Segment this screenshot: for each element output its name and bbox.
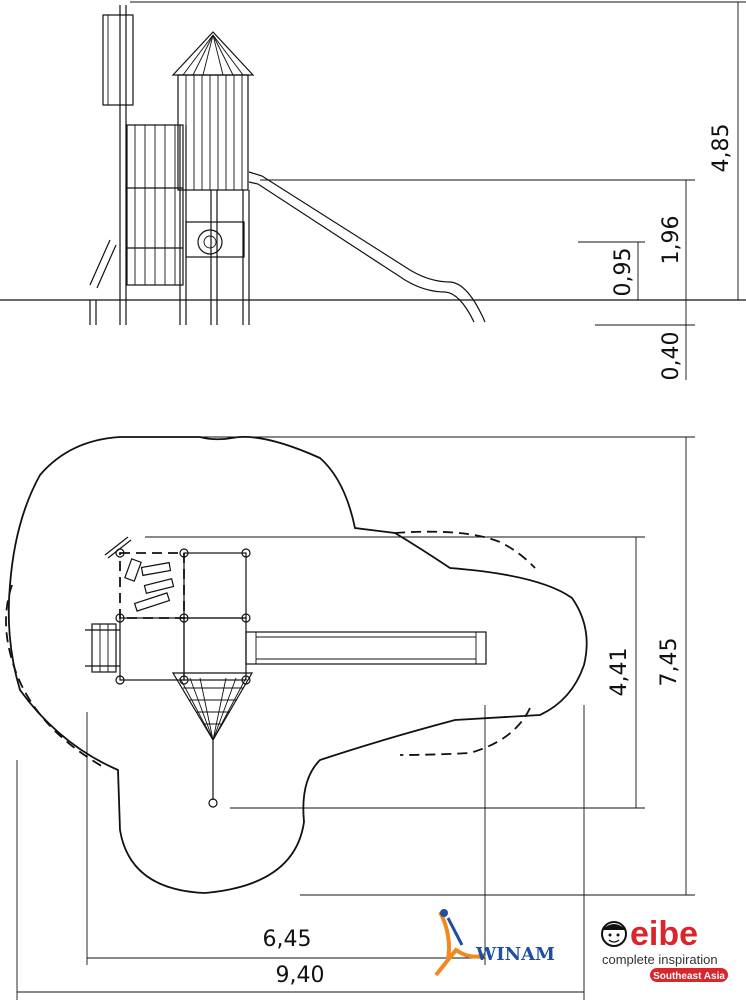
slide-elevation bbox=[248, 171, 486, 323]
winam-logo: WINAM bbox=[434, 909, 555, 977]
low-tower bbox=[126, 124, 187, 325]
plan-ladder bbox=[85, 623, 120, 673]
dim-depth-equipment: 4,41 bbox=[607, 648, 632, 697]
eibe-face-icon bbox=[601, 921, 627, 947]
dim-foundation-depth: 0,40 bbox=[659, 332, 684, 381]
dim-depth-total: 7,45 bbox=[657, 638, 682, 687]
safety-zone-dashed bbox=[394, 530, 536, 569]
eibe-tagline: complete inspiration bbox=[602, 952, 718, 967]
flag-post bbox=[102, 5, 134, 325]
eibe-region-badge bbox=[650, 968, 728, 982]
dim-width-total: 9,40 bbox=[276, 963, 325, 988]
winam-figure-icon bbox=[440, 909, 448, 917]
plan-dimensions bbox=[16, 436, 695, 1000]
eibe-logo: eibe complete inspiration Southeast Asia bbox=[601, 915, 728, 982]
dim-width-equipment: 6,45 bbox=[263, 927, 312, 952]
dim-total-height: 4,85 bbox=[709, 124, 734, 173]
elevation-view: 4,85 1,96 0,95 0,40 bbox=[0, 1, 746, 381]
dim-platform-high: 1,96 bbox=[659, 216, 684, 265]
safety-zone-outline bbox=[7, 435, 588, 894]
plan-view: 4,41 7,45 6,45 9,40 bbox=[5, 435, 695, 1000]
dim-platform-low: 0,95 bbox=[611, 248, 636, 297]
plan-climbing-net bbox=[171, 672, 254, 808]
winam-wordmark: WINAM bbox=[475, 944, 555, 965]
winam-swoosh-icon bbox=[434, 911, 486, 977]
ladder bbox=[89, 239, 117, 325]
eibe-region-label: Southeast Asia bbox=[653, 971, 725, 982]
roof-tower bbox=[171, 31, 255, 325]
elevation-dimensions bbox=[260, 2, 739, 380]
plan-platforms bbox=[104, 536, 251, 685]
plan-slide bbox=[245, 631, 487, 665]
eibe-wordmark: eibe bbox=[630, 915, 698, 953]
